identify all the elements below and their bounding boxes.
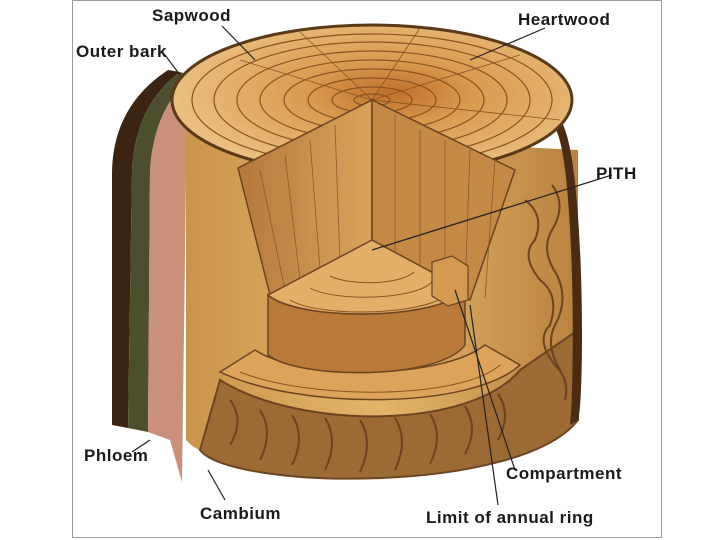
compartment-block (431, 255, 469, 307)
label-compartment: Compartment (506, 464, 623, 483)
outer-bark-layer (112, 70, 180, 428)
label-annual-ring-limit: Limit of annual ring (426, 508, 594, 527)
label-outer-bark: Outer bark (76, 42, 167, 61)
cambium-layer (148, 76, 208, 482)
right-bark (555, 120, 583, 425)
bark-cells (229, 184, 568, 473)
phloem-layer (128, 72, 192, 432)
label-heartwood: Heartwood (518, 10, 611, 29)
bark-texture-band (198, 328, 579, 480)
cut-wall-right (371, 98, 516, 302)
rays-top (239, 27, 561, 121)
label-cambium: Cambium (200, 504, 281, 523)
label-pith: PITH (596, 164, 637, 183)
label-sapwood: Sapwood (152, 6, 232, 25)
leader-lines (131, 25, 613, 506)
label-phloem: Phloem (84, 446, 149, 465)
